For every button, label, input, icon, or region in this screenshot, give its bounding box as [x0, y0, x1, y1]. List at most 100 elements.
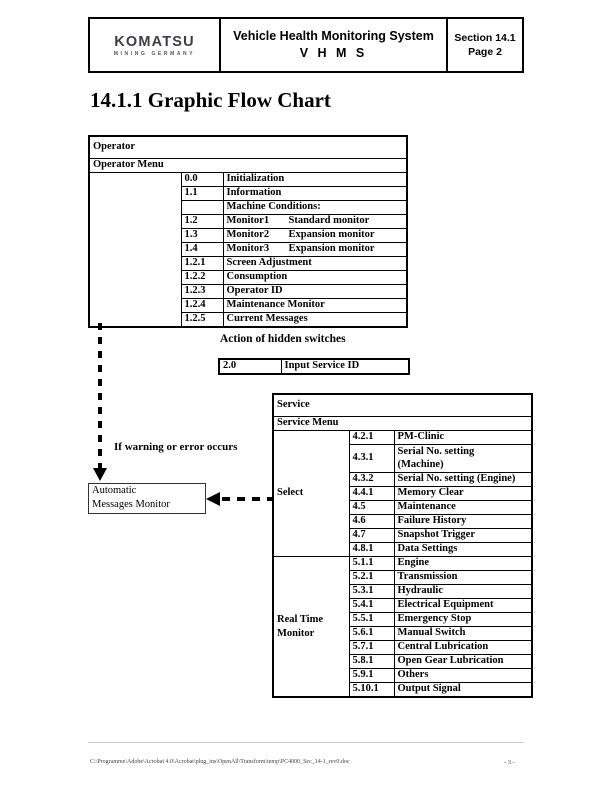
section-info: Section 14.1 Page 2 — [448, 19, 522, 71]
hidden-switches-caption: Action of hidden switches — [220, 333, 346, 345]
operator-menu-header: Operator Menu — [88, 158, 408, 173]
menu-code-cell: 5.6.1 — [348, 626, 395, 641]
menu-code-cell: 5.10.1 — [348, 682, 395, 698]
menu-code-cell: 1.2.1 — [180, 256, 224, 271]
table-row: 1.2.4 Maintenance Monitor — [89, 298, 408, 313]
table-row: 1.2.3 Operator ID — [89, 284, 408, 299]
warning-condition-label: If warning or error occurs — [114, 441, 238, 453]
menu-code-cell: 1.4 — [180, 242, 224, 257]
operator-table: Operator Operator Menu 0.0 Initializatio… — [88, 135, 408, 328]
table-row: 5.8.1 Open Gear Lubrication — [273, 654, 533, 669]
dashed-connector-vertical — [98, 323, 102, 469]
menu-code-cell: 4.6 — [348, 514, 395, 529]
arrow-left-icon — [206, 492, 220, 506]
menu-code-cell: 5.7.1 — [348, 640, 395, 655]
monitor-box-line1: Automatic — [92, 485, 137, 496]
logo-subtitle: MINING GERMANY — [113, 50, 196, 57]
menu-label-cell: Manual Switch — [393, 626, 533, 641]
menu-label-cell: Central Lubrication — [393, 640, 533, 655]
menu-code-cell: 5.9.1 — [348, 668, 395, 683]
table-row: 4.6 Failure History — [273, 514, 533, 529]
menu-label-cell: Initialization — [222, 172, 408, 187]
menu-label-cell: Current Messages — [222, 312, 408, 328]
menu-code-cell: 5.3.1 — [348, 584, 395, 599]
table-row: Operator Menu — [88, 158, 408, 173]
menu-label-cell: Others — [393, 668, 533, 683]
menu-label-cell: Hydraulic — [393, 584, 533, 599]
table-row: 4.8.1 Data Settings — [273, 542, 533, 557]
menu-label-cell: Transmission — [393, 570, 533, 585]
table-row: Service — [272, 393, 533, 417]
document-title-line1: Vehicle Health Monitoring System — [233, 29, 434, 44]
arrow-down-icon — [93, 468, 107, 481]
operator-table-title: Operator — [88, 135, 408, 159]
menu-code-cell: 4.4.1 — [348, 486, 395, 501]
menu-code-cell: 1.2.2 — [180, 270, 224, 285]
menu-code-cell: 1.2 — [180, 214, 224, 229]
spacer-cell — [88, 172, 182, 328]
menu-code-cell: 4.8.1 — [348, 542, 395, 557]
menu-label-cell: Serial No. setting (Engine) — [393, 472, 533, 487]
table-row: Machine Conditions: — [89, 200, 408, 215]
table-row: 2.0 Input Service ID — [218, 358, 410, 375]
menu-code-cell: 5.4.1 — [348, 598, 395, 613]
automatic-messages-monitor-box: Automatic Messages Monitor — [88, 483, 206, 514]
menu-code-cell: 1.2.4 — [180, 298, 224, 313]
menu-code-cell: 2.0 — [218, 358, 282, 375]
service-table-title: Service — [272, 393, 533, 417]
footer-page-number: - 3 - — [504, 759, 515, 766]
menu-code-cell: 5.1.1 — [348, 556, 395, 571]
menu-label-cell: Operator ID — [222, 284, 408, 299]
menu-code-cell: 1.3 — [180, 228, 224, 243]
menu-code-cell: 5.8.1 — [348, 654, 395, 669]
table-row: 4.4.1 Memory Clear — [273, 486, 533, 501]
menu-code-cell: 1.2.5 — [180, 312, 224, 328]
menu-label-cell: Failure History — [393, 514, 533, 529]
menu-label-cell: Snapshot Trigger — [393, 528, 533, 543]
menu-code-cell: 4.5 — [348, 500, 395, 515]
table-row: 5.3.1 Hydraulic — [273, 584, 533, 599]
menu-code-cell: 4.3.2 — [348, 472, 395, 487]
table-row: Select 4.2.1 PM-Clinic — [272, 430, 533, 557]
menu-label-cell: Information — [222, 186, 408, 201]
logo-wordmark: KOMATSU — [114, 33, 195, 50]
menu-code-cell: 4.7 — [348, 528, 395, 543]
table-row: Service Menu — [272, 416, 533, 431]
menu-label-cell: Screen Adjustment — [222, 256, 408, 271]
table-row: 5.9.1 Others — [273, 668, 533, 683]
menu-label-cell: Memory Clear — [393, 486, 533, 501]
menu-label-cell: Serial No. setting(Machine) — [393, 444, 533, 473]
page-number-header: Page 2 — [468, 46, 502, 58]
menu-code-cell: 1.2.3 — [180, 284, 224, 299]
menu-code-cell: 4.2.1 — [348, 430, 395, 445]
komatsu-logo: KOMATSU MINING GERMANY — [90, 19, 219, 71]
menu-label-cell: Engine — [393, 556, 533, 571]
group-select-cell: Select — [272, 430, 350, 557]
table-row: 5.10.1 Output Signal — [273, 682, 533, 698]
service-table: Service Service Menu Select 4.2.1 PM-Cli… — [272, 393, 533, 698]
menu-label-cell: Maintenance Monitor — [222, 298, 408, 313]
menu-code-cell: 1.1 — [180, 186, 224, 201]
document-title: Vehicle Health Monitoring System V H M S — [219, 19, 448, 71]
menu-label-cell: PM-Clinic — [393, 430, 533, 445]
input-service-id-table: 2.0 Input Service ID — [218, 358, 410, 375]
menu-label-cell: Emergency Stop — [393, 612, 533, 627]
footer-file-path: C:\Programme\Adobe\Acrobat 4.0\Acrobat\p… — [90, 759, 350, 765]
table-row: 0.0 Initialization — [88, 172, 408, 328]
menu-code-cell: 4.3.1 — [348, 444, 395, 473]
menu-label-cell: Data Settings — [393, 542, 533, 557]
menu-code-cell: 5.5.1 — [348, 612, 395, 627]
section-number: Section 14.1 — [454, 31, 516, 44]
menu-label-cell: Maintenance — [393, 500, 533, 515]
menu-label-cell: Input Service ID — [280, 358, 410, 375]
service-menu-header: Service Menu — [272, 416, 533, 431]
menu-label-cell: Consumption — [222, 270, 408, 285]
table-row: 1.2.1 Screen Adjustment — [89, 256, 408, 271]
